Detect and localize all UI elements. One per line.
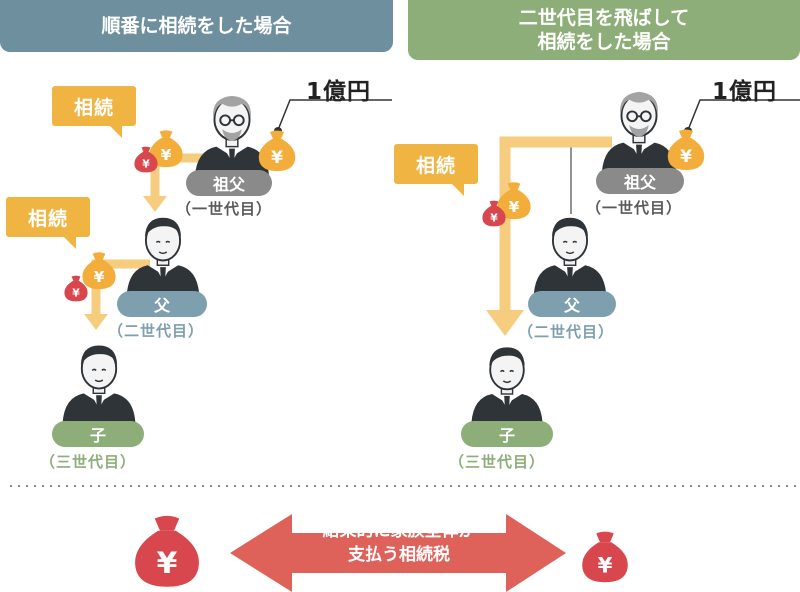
left-panel-header: 順番に相続をした場合 xyxy=(0,0,393,52)
right-grandfather-generation: （一世代目） xyxy=(586,199,683,217)
double-arrow-icon xyxy=(230,514,566,592)
left-child-icon xyxy=(61,344,137,422)
left-amount-label: 1億円 xyxy=(306,79,372,105)
left-father-icon xyxy=(125,216,201,294)
left-grandfather-icon xyxy=(193,94,271,176)
left-child-generation: （三世代目） xyxy=(40,453,137,471)
right-grandfather-badge: 祖父 xyxy=(596,168,684,194)
right-amount-label: 1億円 xyxy=(712,79,778,105)
right-skip-flow-arrow xyxy=(486,310,524,336)
right-father-generation: （二世代目） xyxy=(518,323,615,341)
right-father-badge: 父 xyxy=(528,291,616,317)
left-father-badge: 父 xyxy=(117,291,207,317)
right-child-icon xyxy=(470,346,544,422)
right-inherit-callout: 相続 xyxy=(394,144,478,196)
right-amount-leader-line xyxy=(687,99,800,131)
left-grandfather-badge: 祖父 xyxy=(186,170,272,196)
right-panel-header: 二世代目を飛ばして 相続をした場合 xyxy=(408,0,800,60)
left-money-bag-icon xyxy=(258,130,296,171)
left-grandfather-generation: （一世代目） xyxy=(176,200,273,218)
right-child-generation: （三世代目） xyxy=(449,453,546,471)
right-grandfather-icon xyxy=(600,90,678,172)
left-inherit-callout-1: 相続 xyxy=(52,86,136,138)
right-money-bag-icon xyxy=(667,129,705,170)
left-flow-arrow-1 xyxy=(143,196,167,212)
left-child-badge: 子 xyxy=(52,421,144,447)
left-flow-arrow-2 xyxy=(84,314,108,330)
right-child-badge: 子 xyxy=(461,421,553,447)
right-skip-flow-line xyxy=(499,136,612,312)
left-transfer-bag-icon-2 xyxy=(82,252,116,290)
left-father-generation: （二世代目） xyxy=(108,322,205,340)
small-tax-bag-icon xyxy=(582,531,628,583)
left-inherit-callout-2: 相続 xyxy=(6,197,90,249)
right-father-icon xyxy=(532,216,608,294)
total-tax-label: 結果的に家族全体が 支払う相続税 xyxy=(322,521,476,565)
left-amount-leader-line xyxy=(277,99,392,131)
large-tax-bag-icon xyxy=(135,515,199,587)
